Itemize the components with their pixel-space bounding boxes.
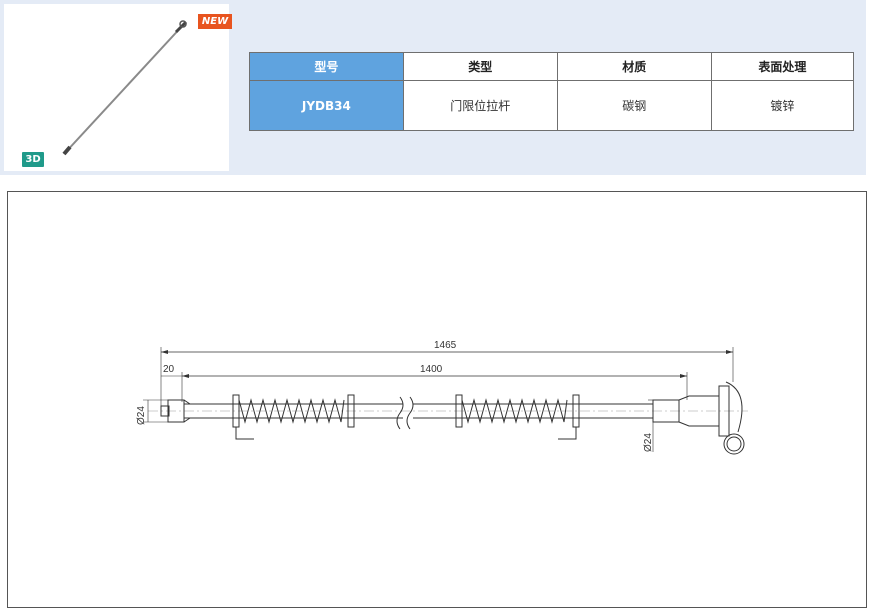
spec-table: 型号 类型 材质 表面处理 JYDB34 门限位拉杆 碳钢 镀锌: [249, 52, 855, 131]
cell-surface: 镀锌: [710, 80, 855, 131]
dim-dia-right-label: Ø24: [643, 433, 654, 452]
table-header-row: 型号 类型 材质 表面处理: [249, 52, 855, 81]
dim-offset-label: 20: [163, 364, 175, 375]
technical-drawing: 1465 1400 20 Ø24: [7, 191, 867, 608]
dim-total-label: 1465: [434, 340, 457, 351]
cell-type: 门限位拉杆: [402, 80, 558, 131]
rod-3d-image: [62, 20, 188, 156]
header-model: 型号: [249, 52, 404, 81]
dim-dia-left-label: Ø24: [136, 406, 147, 425]
rod-drawing-svg: 1465 1400 20 Ø24: [136, 340, 748, 455]
new-badge: NEW: [198, 14, 232, 29]
spring-right: [461, 398, 568, 424]
header-type: 类型: [402, 52, 558, 81]
product-thumbnail[interactable]: NEW 3D: [4, 4, 232, 171]
header-surface: 表面处理: [710, 52, 855, 81]
product-header-panel: NEW 3D 型号 类型 材质 表面处理 JYDB34 门限位拉杆 碳钢 镀锌: [0, 0, 866, 175]
table-row: JYDB34 门限位拉杆 碳钢 镀锌: [249, 80, 855, 131]
3d-view-badge[interactable]: 3D: [22, 152, 44, 167]
cell-material: 碳钢: [556, 80, 712, 131]
header-material: 材质: [556, 52, 712, 81]
spring-left: [238, 398, 345, 424]
dim-span-label: 1400: [420, 364, 443, 375]
cell-model: JYDB34: [249, 80, 404, 131]
